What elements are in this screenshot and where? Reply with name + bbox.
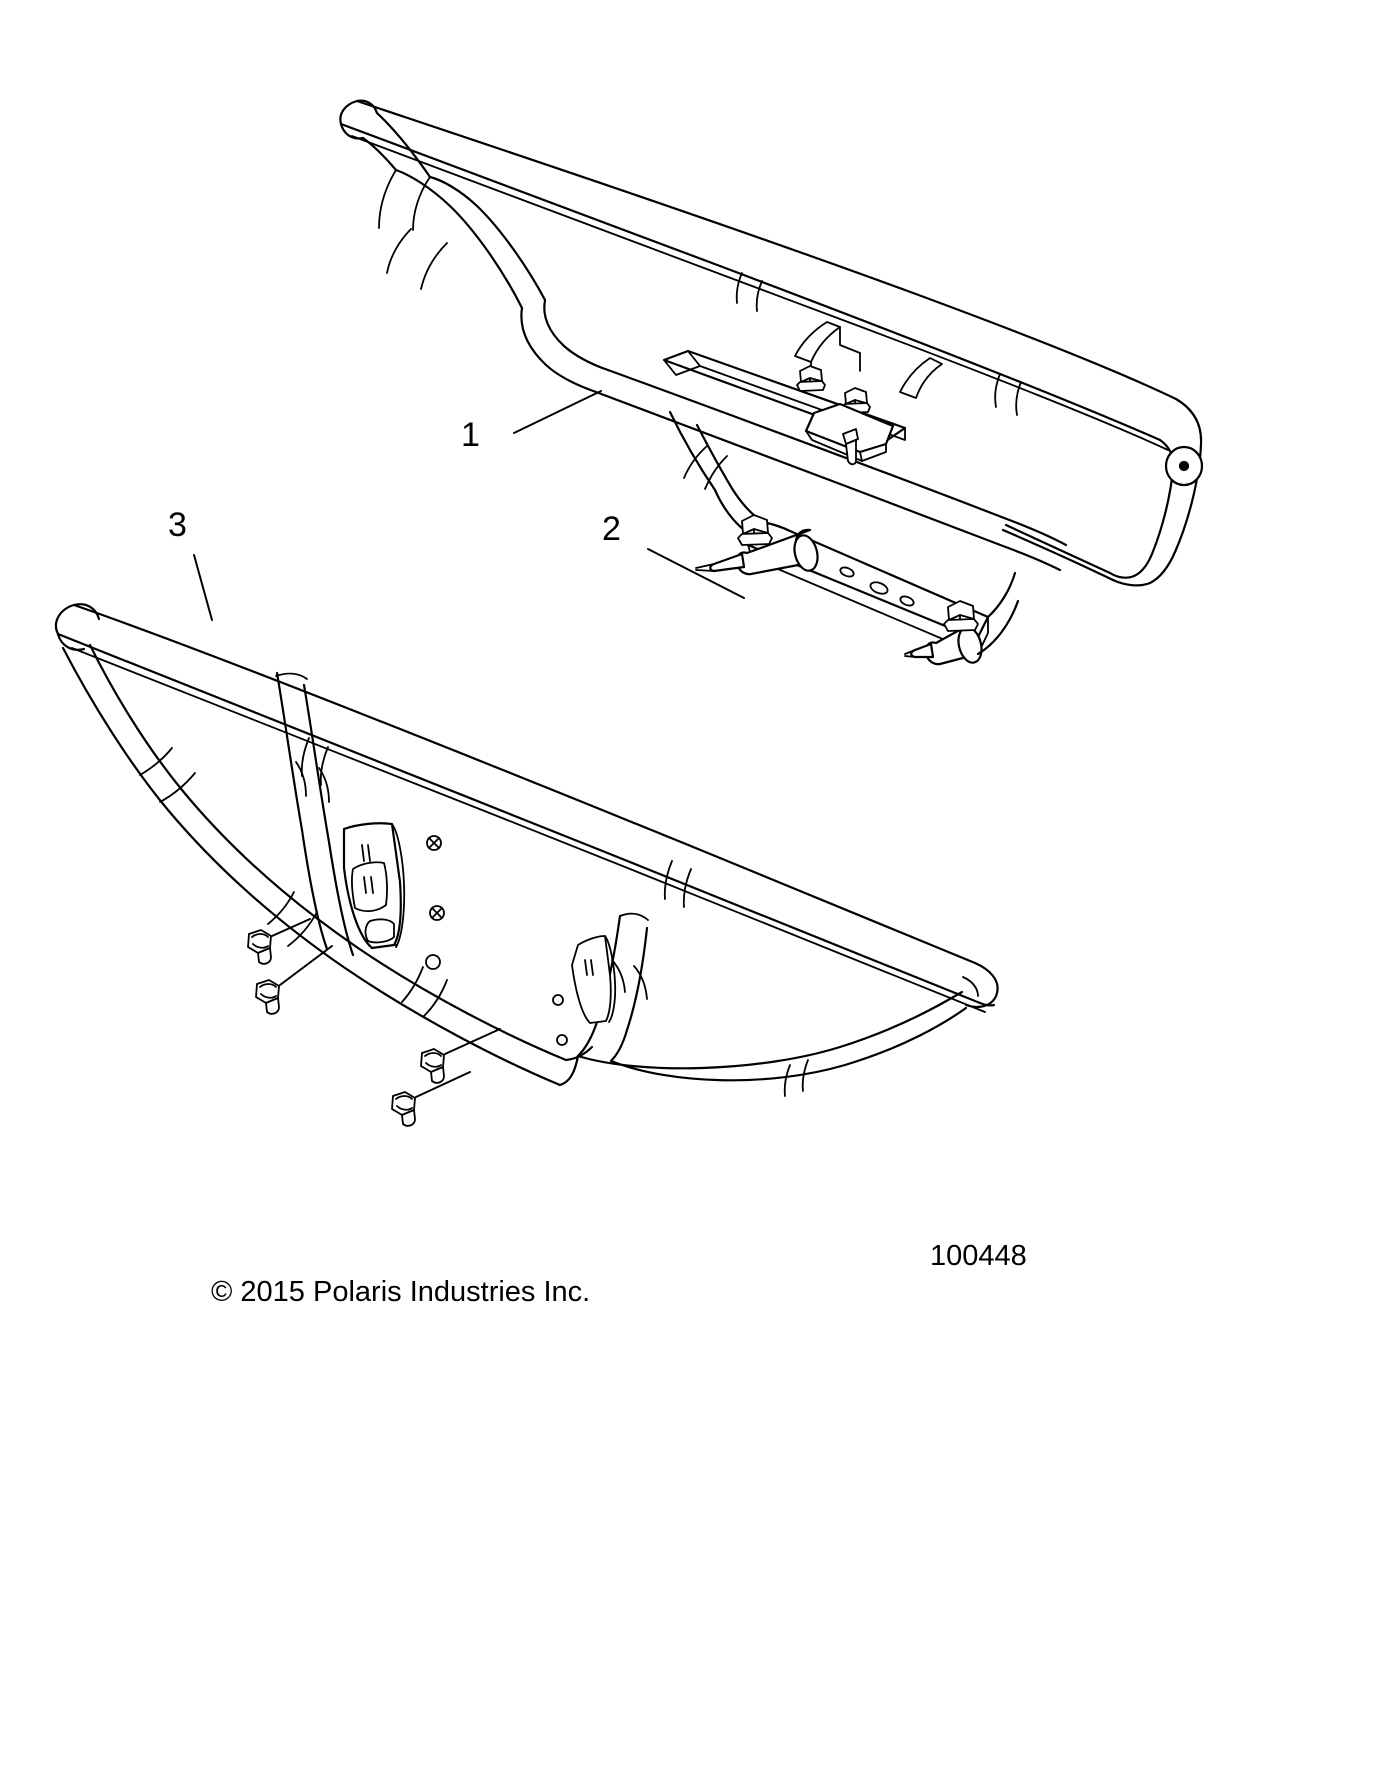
leader-line-1 bbox=[513, 390, 602, 434]
copyright-notice: © 2015 Polaris Industries Inc. bbox=[211, 1276, 591, 1308]
fastener-bolt bbox=[420, 1048, 445, 1084]
leader-line-2 bbox=[647, 548, 745, 599]
bracket-mounting-plate bbox=[342, 822, 445, 970]
lower-bumper-assembly bbox=[54, 603, 999, 1127]
lower-mount-bracket bbox=[695, 514, 1020, 666]
fastener-bolt bbox=[247, 929, 272, 965]
leader-line-3 bbox=[193, 554, 213, 621]
center-strut-plate bbox=[552, 935, 617, 1046]
upper-bumper-assembly bbox=[339, 99, 1204, 666]
mount-bracket-pin bbox=[695, 528, 819, 576]
callout-label-2: 2 bbox=[602, 510, 621, 548]
callout-label-1: 1 bbox=[461, 416, 480, 454]
fastener-bolt bbox=[391, 1091, 416, 1127]
part-number: 100448 bbox=[930, 1240, 1027, 1272]
callout-label-3: 3 bbox=[168, 506, 187, 544]
callout-leader-lines bbox=[193, 390, 745, 621]
fastener-bolt bbox=[255, 979, 280, 1015]
mount-bracket-pin-right bbox=[904, 600, 983, 666]
fastener-group bbox=[247, 918, 501, 1127]
upper-center-mount-plate bbox=[662, 321, 943, 466]
